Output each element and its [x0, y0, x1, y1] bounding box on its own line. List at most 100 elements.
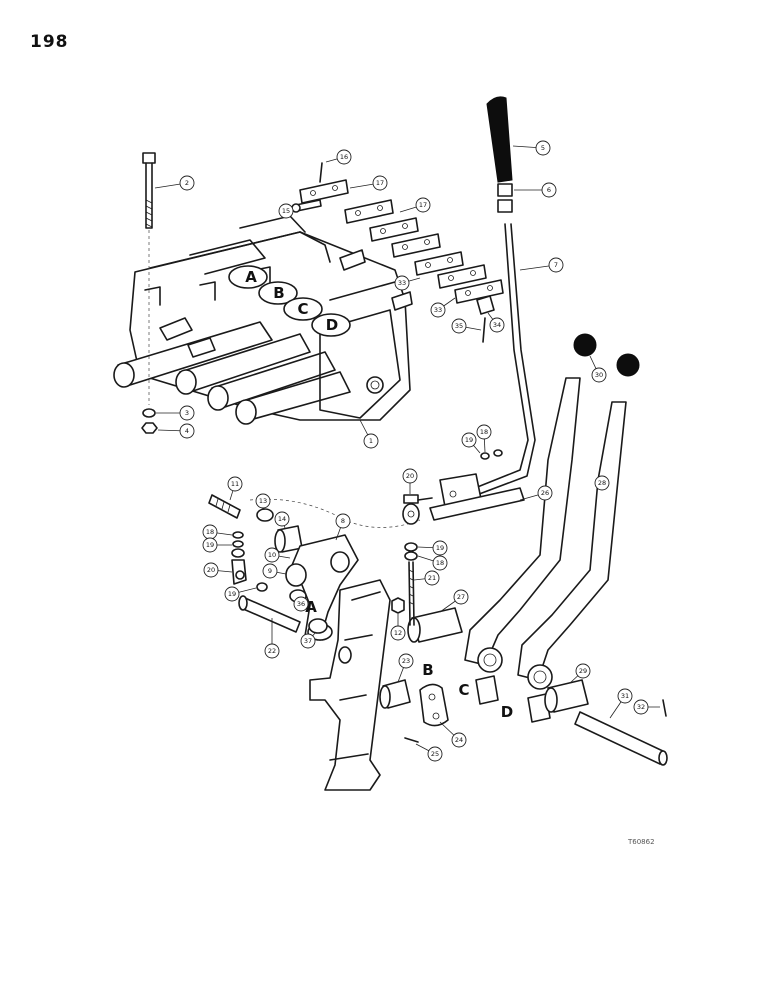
callout-circle-31	[617, 688, 633, 704]
callout-number-3: 3	[185, 409, 189, 417]
callout-number-20b: 20	[406, 472, 414, 480]
callout-circle-9	[262, 563, 278, 579]
washer-19-right	[404, 542, 418, 552]
callout-circle-12	[390, 625, 406, 641]
callout-circle-30	[591, 367, 607, 383]
lever-28	[517, 401, 627, 723]
cotter-pin-16	[319, 162, 323, 183]
bolt-2	[142, 152, 156, 405]
ball-joint-20-right	[402, 494, 433, 525]
lever-ball-30-a	[573, 333, 597, 357]
callout-circle-1	[363, 433, 379, 449]
support-bracket	[309, 579, 391, 791]
bolt-11	[208, 494, 241, 519]
callout-number-7: 7	[554, 261, 558, 269]
callout-circle-11	[227, 476, 243, 492]
callout-number-17a: 17	[376, 179, 384, 187]
callout-number-28: 28	[598, 479, 606, 487]
callout-circle-10	[264, 547, 280, 563]
callout-circle-19a	[202, 537, 218, 553]
callout-circle-2	[179, 175, 195, 191]
page-number: 198	[30, 32, 69, 52]
lever-letter-c: C	[458, 681, 469, 699]
callout-number-6: 6	[547, 186, 551, 194]
lever-letter-d: D	[501, 703, 513, 721]
bushing-6-lower	[497, 199, 513, 213]
washer-18-right	[404, 551, 418, 561]
nut-4	[141, 422, 158, 434]
callout-circle-20a	[203, 562, 219, 578]
callout-circle-26	[537, 485, 553, 501]
washer-19-left	[232, 540, 244, 548]
bushing-29	[544, 679, 589, 713]
callout-circle-37	[300, 633, 316, 649]
callout-circle-19d	[224, 586, 240, 602]
callout-number-23: 23	[402, 657, 410, 665]
callout-circle-17a	[372, 175, 388, 191]
pin-32	[662, 699, 667, 717]
callout-circle-22	[264, 643, 280, 659]
callout-number-8: 8	[341, 517, 345, 525]
callout-circle-23	[398, 653, 414, 669]
callout-number-20a: 20	[207, 566, 215, 574]
callout-number-18c: 18	[436, 559, 444, 567]
washer-13	[256, 508, 274, 522]
callout-circle-4	[179, 423, 195, 439]
callout-circle-21	[424, 570, 440, 586]
callout-circle-6	[541, 182, 557, 198]
callout-number-16: 16	[340, 153, 348, 161]
callout-number-37: 37	[304, 637, 312, 645]
callout-circle-19c	[432, 540, 448, 556]
valve-section-letter-c: C	[297, 300, 308, 318]
control-valve-body	[113, 215, 413, 425]
valve-section-letter-d: D	[326, 316, 338, 334]
link-24	[419, 683, 449, 727]
callout-circle-13	[255, 493, 271, 509]
ball-joint-20-left	[231, 548, 247, 585]
valve-section-letter-a: A	[245, 268, 257, 286]
callout-number-1: 1	[369, 437, 373, 445]
callout-circle-36	[293, 596, 309, 612]
callout-number-33b: 33	[434, 306, 442, 314]
callout-circle-8	[335, 513, 351, 529]
lever-knob-5	[486, 96, 513, 183]
callout-circle-14	[274, 511, 290, 527]
nut-12	[391, 597, 405, 614]
callout-number-9: 9	[268, 567, 272, 575]
callout-number-30: 30	[595, 371, 603, 379]
callout-number-19d: 19	[228, 590, 236, 598]
callout-circle-33a	[394, 275, 410, 291]
callout-number-12: 12	[394, 629, 402, 637]
callout-circle-33b	[430, 302, 446, 318]
callout-number-32: 32	[637, 703, 645, 711]
callout-number-14: 14	[278, 515, 286, 523]
callout-number-29: 29	[579, 667, 587, 675]
drawing-reference-code: T60862	[627, 838, 655, 846]
callout-number-26: 26	[541, 489, 549, 497]
callout-number-31: 31	[621, 692, 629, 700]
rod-21	[408, 561, 415, 626]
callout-number-22: 22	[268, 647, 276, 655]
callout-circle-16	[336, 149, 352, 165]
callout-circle-19b	[461, 432, 477, 448]
callout-number-13: 13	[259, 497, 267, 505]
washer-19-lower	[256, 582, 268, 592]
callout-number-33a: 33	[398, 279, 406, 287]
callout-circle-34	[489, 317, 505, 333]
callout-circle-27	[453, 589, 469, 605]
callout-number-35: 35	[455, 322, 463, 330]
callout-number-18b: 18	[480, 428, 488, 436]
callout-number-15: 15	[282, 207, 290, 215]
callout-number-11: 11	[231, 480, 239, 488]
callout-circle-24	[451, 732, 467, 748]
callout-number-5: 5	[541, 144, 545, 152]
callout-number-19a: 19	[206, 541, 214, 549]
link-plates	[299, 179, 504, 304]
sleeve-23	[379, 679, 411, 709]
callout-circle-18b	[476, 424, 492, 440]
callout-number-36: 36	[297, 600, 305, 608]
callout-circle-15	[278, 203, 294, 219]
bushing-27	[407, 607, 463, 643]
pin-34	[476, 295, 495, 315]
